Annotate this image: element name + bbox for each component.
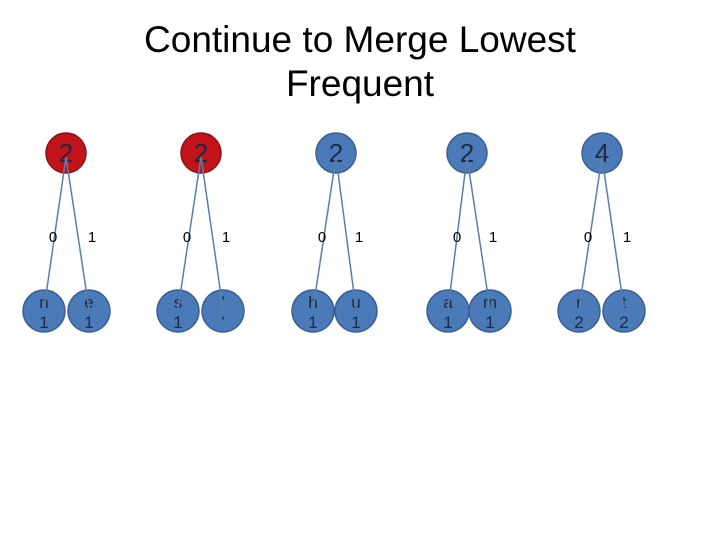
slide-title: Continue to Merge Lowest Frequent [0, 18, 720, 106]
tree-5-edge-label-0: 0 [584, 229, 592, 246]
tree-3-right-leaf-char: u [351, 293, 360, 312]
tree-4-edge-label-0: 0 [453, 229, 461, 246]
tree-3-left-edge [312, 156, 337, 310]
tree-1-root-label: 2 [59, 138, 73, 168]
tree-5-root-node [581, 132, 623, 174]
tree-2-right-leaf-char: ’ [221, 293, 225, 312]
tree-5-root-label: 4 [595, 138, 609, 168]
tree-2-left-leaf-freq: 1 [173, 313, 182, 332]
tree-3-left-leaf [291, 289, 335, 333]
tree-2-edge-label-1: 1 [222, 229, 230, 246]
tree-5-right-leaf-char: t [622, 293, 627, 312]
tree-5-left-leaf-freq: 2 [574, 313, 583, 332]
tree-4-edge-label-1: 1 [489, 229, 497, 246]
tree-2-left-leaf [156, 289, 200, 333]
tree-3-root-label: 2 [329, 138, 343, 168]
tree-3-left-leaf-char: h [308, 293, 317, 312]
tree-3-root-node [315, 132, 357, 174]
tree-3-right-leaf-freq: 1 [351, 313, 360, 332]
tree-2-edge-label-0: 0 [183, 229, 191, 246]
tree-5-right-leaf-freq: 2 [619, 313, 628, 332]
tree-2-right-leaf-freq: ’ [221, 313, 225, 332]
tree-5-edge-label-1: 1 [623, 229, 631, 246]
tree-2-right-leaf [201, 289, 245, 333]
tree-1-left-leaf-freq: 1 [39, 313, 48, 332]
tree-5-right-edge [601, 156, 625, 310]
tree-1-right-edge [65, 156, 90, 310]
tree-5-left-edge [578, 156, 603, 310]
tree-4-root-node [446, 132, 488, 174]
tree-1-right-leaf-char: e [84, 293, 93, 312]
tree-2-left-edge [177, 156, 202, 310]
tree-3-right-edge [335, 156, 357, 310]
tree-5-right-leaf [602, 289, 646, 333]
tree-1-edge-label-0: 0 [49, 229, 57, 246]
tree-3-edge-label-0: 0 [318, 229, 326, 246]
tree-1-root-node [45, 132, 87, 174]
slide-title-line1: Continue to Merge Lowest [144, 19, 576, 60]
tree-5-left-leaf [557, 289, 601, 333]
tree-1-left-edge [43, 156, 67, 310]
tree-4-right-leaf [468, 289, 512, 333]
tree-2-root-node [180, 132, 222, 174]
tree-4-right-leaf-freq: 1 [485, 313, 494, 332]
tree-4-left-leaf-freq: 1 [443, 313, 452, 332]
tree-4-right-edge [466, 156, 491, 310]
tree-4-left-edge [447, 156, 468, 310]
tree-3-edge-label-1: 1 [355, 229, 363, 246]
tree-4-right-leaf-char: m [483, 293, 497, 312]
tree-5-left-leaf-char: r [576, 293, 582, 312]
tree-2-root-label: 2 [194, 138, 208, 168]
tree-1-left-leaf-char: n [39, 293, 48, 312]
tree-1-right-leaf [67, 289, 111, 333]
tree-1-left-leaf [22, 289, 66, 333]
tree-3-right-leaf [334, 289, 378, 333]
tree-3-left-leaf-freq: 1 [308, 313, 317, 332]
slide-title-line2: Frequent [285, 63, 435, 104]
tree-1-right-leaf-freq: 1 [84, 313, 93, 332]
tree-2-right-edge [200, 156, 224, 310]
tree-2-left-leaf-char: s [174, 293, 183, 312]
tree-4-root-label: 2 [460, 138, 474, 168]
tree-1-edge-label-1: 1 [88, 229, 96, 246]
